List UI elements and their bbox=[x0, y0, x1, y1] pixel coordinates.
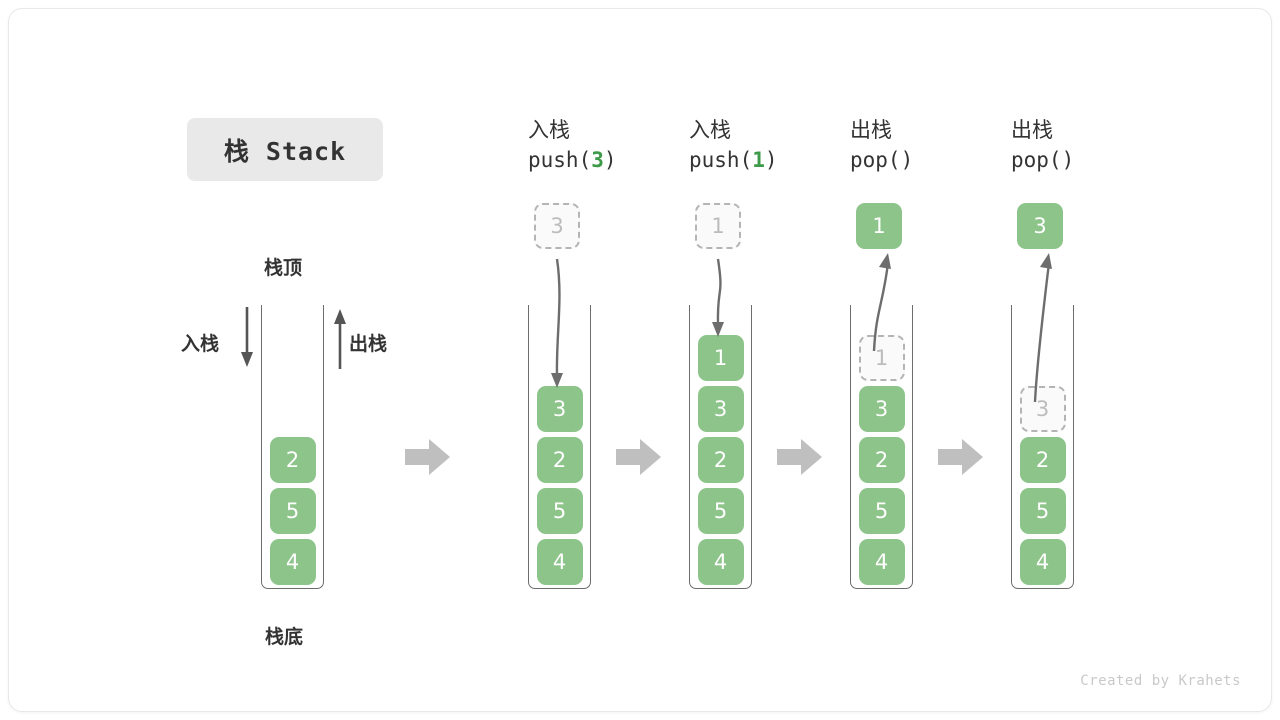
stage-operation-name: 入栈 bbox=[528, 118, 570, 142]
stack-element: 3 bbox=[1017, 203, 1063, 249]
stack-element: 4 bbox=[536, 539, 583, 585]
stack-element-ghost: 3 bbox=[1019, 386, 1066, 432]
stage-operation-argument: 3 bbox=[591, 148, 604, 172]
stack-element: 2 bbox=[536, 437, 583, 483]
stage-operation-name: 入栈 bbox=[689, 118, 731, 142]
stack-element: 5 bbox=[697, 488, 744, 534]
stack-element: 4 bbox=[1019, 539, 1066, 585]
stack-element: 4 bbox=[269, 539, 316, 585]
stack-items-3: 4 5 2 3 1 bbox=[854, 335, 909, 585]
stack-element-ghost: 1 bbox=[858, 335, 905, 381]
stack-container-4: 4 5 2 3 bbox=[1011, 305, 1074, 589]
pop-flow-arrow-icon bbox=[1033, 253, 1052, 403]
transition-arrow-icon bbox=[938, 439, 983, 475]
stack-element: 3 bbox=[697, 386, 744, 432]
stage-header-3: 出栈 pop() bbox=[850, 115, 913, 175]
stage-operation-name: 出栈 bbox=[1011, 118, 1053, 142]
stack-element-ghost: 1 bbox=[695, 203, 741, 249]
pop-label: 出栈 bbox=[349, 333, 388, 355]
stage-operation-name: 出栈 bbox=[850, 118, 892, 142]
stack-element: 5 bbox=[858, 488, 905, 534]
stack-items-initial: 4 5 2 bbox=[265, 437, 320, 585]
stack-element: 4 bbox=[858, 539, 905, 585]
stack-element: 2 bbox=[269, 437, 316, 483]
stack-element: 5 bbox=[269, 488, 316, 534]
stack-element: 1 bbox=[697, 335, 744, 381]
stack-items-1: 4 5 2 3 bbox=[532, 386, 587, 585]
push-flow-arrow-icon bbox=[712, 258, 724, 337]
stack-container-1: 4 5 2 3 bbox=[528, 305, 591, 589]
stack-container-initial: 4 5 2 bbox=[261, 305, 324, 589]
incoming-element: 3 bbox=[534, 203, 580, 249]
stage-header-4: 出栈 pop() bbox=[1011, 115, 1074, 175]
stack-items-4: 4 5 2 3 bbox=[1015, 386, 1070, 585]
pop-flow-arrow-icon bbox=[872, 253, 891, 352]
popped-element: 1 bbox=[856, 203, 902, 249]
stack-bottom-label: 栈底 bbox=[265, 626, 304, 648]
transition-arrow-icon bbox=[777, 439, 822, 475]
stack-element: 5 bbox=[536, 488, 583, 534]
stack-element: 2 bbox=[858, 437, 905, 483]
stack-element: 2 bbox=[1019, 437, 1066, 483]
stack-element: 2 bbox=[697, 437, 744, 483]
stage-header-1: 入栈 push(3) bbox=[528, 115, 617, 175]
push-direction-arrow-icon bbox=[241, 307, 253, 367]
stack-top-label: 栈顶 bbox=[264, 257, 303, 279]
credit-text: Created by Krahets bbox=[1080, 673, 1241, 689]
stack-container-2: 4 5 2 3 1 bbox=[689, 305, 752, 589]
stage-header-2: 入栈 push(1) bbox=[689, 115, 778, 175]
stack-element: 5 bbox=[1019, 488, 1066, 534]
incoming-element: 1 bbox=[695, 203, 741, 249]
push-label: 入栈 bbox=[181, 333, 220, 355]
stack-container-3: 4 5 2 3 1 bbox=[850, 305, 913, 589]
push-flow-arrow-icon bbox=[551, 258, 563, 388]
stack-items-2: 4 5 2 3 1 bbox=[693, 335, 748, 585]
stage-operation-argument: 1 bbox=[752, 148, 765, 172]
popped-element: 3 bbox=[1017, 203, 1063, 249]
title-badge: 栈 Stack bbox=[187, 118, 383, 181]
stack-element-ghost: 3 bbox=[534, 203, 580, 249]
stage-operation-code: pop() bbox=[850, 148, 914, 172]
stack-element: 3 bbox=[858, 386, 905, 432]
stack-element: 4 bbox=[697, 539, 744, 585]
transition-arrow-icon bbox=[616, 439, 661, 475]
stage-operation-code: pop() bbox=[1011, 148, 1075, 172]
stage-operation-code: push(1) bbox=[689, 148, 778, 172]
stack-element: 1 bbox=[856, 203, 902, 249]
stage-operation-code: push(3) bbox=[528, 148, 617, 172]
pop-direction-arrow-icon bbox=[334, 309, 346, 369]
transition-arrow-icon bbox=[405, 439, 450, 475]
stack-element: 3 bbox=[536, 386, 583, 432]
